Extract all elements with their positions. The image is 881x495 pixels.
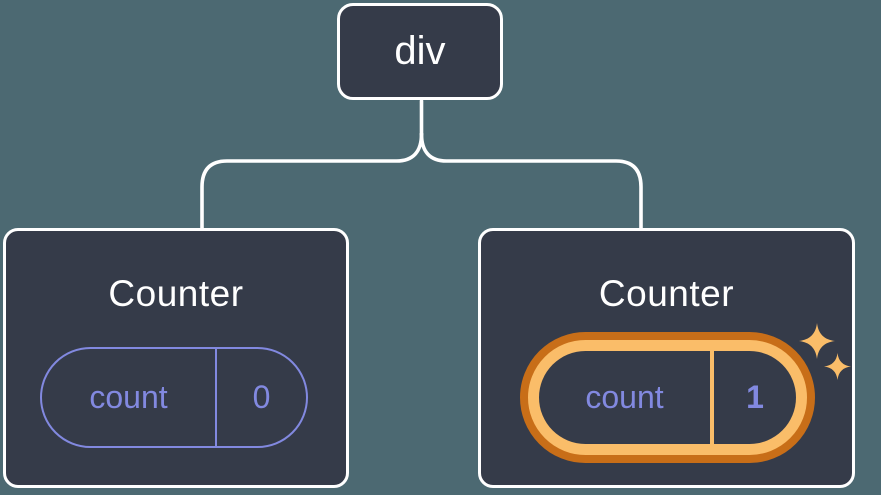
state-pill-inner: count 1 <box>539 351 796 444</box>
root-node-div: div <box>337 3 503 100</box>
connector-left-branch <box>200 132 424 231</box>
sparkle-icon <box>824 353 851 380</box>
state-value: 1 <box>746 379 764 415</box>
counter-card-right: Counter count 1 <box>478 228 855 488</box>
state-value: 0 <box>252 379 271 415</box>
state-pill: count 0 <box>40 347 308 448</box>
component-title: Counter <box>108 273 244 314</box>
state-pill-highlighted: count 1 <box>520 332 815 463</box>
counter-card-left: Counter count 0 <box>3 228 349 488</box>
connector-right-branch <box>419 132 643 231</box>
sparkle-icon <box>799 323 835 359</box>
state-key-label: count <box>42 349 217 446</box>
state-key-label: count <box>539 351 714 444</box>
component-title: Counter <box>598 273 735 314</box>
root-node-label: div <box>394 29 446 73</box>
